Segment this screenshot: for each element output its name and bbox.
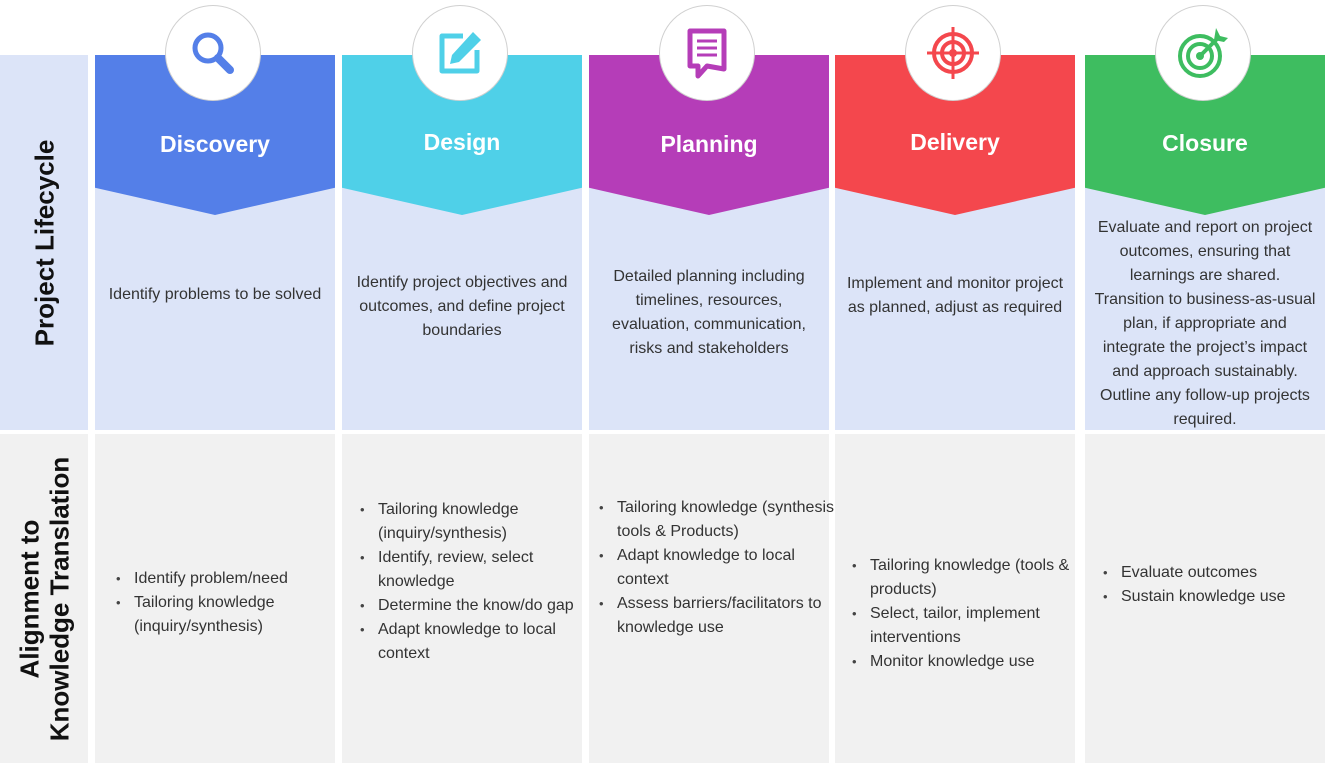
stage-column-design: Design Identify project objectives and o…: [342, 0, 582, 763]
magnifier-icon: [165, 5, 261, 101]
list-item: Adapt knowledge to local context: [599, 544, 845, 592]
stage-description: Detailed planning including timelines, r…: [612, 268, 806, 357]
row-label-project-lifecycle-text: Project Lifecycle: [29, 139, 59, 346]
list-item: Assess barriers/facilitators to knowledg…: [599, 592, 845, 640]
crosshair-target-icon: [905, 5, 1001, 101]
stage-column-delivery: Delivery Implement and monitor project a…: [835, 0, 1075, 763]
stage-description: Identify problems to be solved: [108, 286, 322, 303]
stage-description: Implement and monitor project as planned…: [846, 275, 1064, 316]
list-item: Determine the know/do gap: [360, 594, 600, 618]
stage-title-design: Design: [423, 129, 501, 155]
list-item: Evaluate outcomes: [1103, 561, 1333, 585]
list-item: Identify problem/need: [116, 567, 349, 591]
stage-column-planning: Planning Detailed planning including tim…: [589, 0, 838, 763]
stage-title-planning: Planning: [660, 131, 758, 157]
knowledge-translation-list: Evaluate outcomes Sustain knowledge use: [1099, 561, 1333, 609]
stage-title-delivery: Delivery: [910, 129, 1000, 155]
knowledge-translation-list: Tailoring knowledge (inquiry/synthesis) …: [356, 498, 600, 666]
list-item: Tailoring knowledge (inquiry/synthesis): [116, 591, 349, 639]
stage-column-closure: Closure Evaluate and report on project o…: [1085, 0, 1325, 763]
list-item: Identify, review, select knowledge: [360, 546, 600, 594]
list-item: Tailoring knowledge (tools & products): [852, 554, 1092, 602]
row-label-project-lifecycle: Project Lifecycle: [0, 55, 88, 430]
knowledge-translation-list: Tailoring knowledge (synthesis, tools & …: [595, 496, 845, 640]
stage-title-discovery: Discovery: [160, 131, 270, 157]
bullseye-arrow-icon: [1155, 5, 1251, 101]
document-icon: [659, 5, 755, 101]
list-item: Monitor knowledge use: [852, 650, 1092, 674]
stage-description: Identify project objectives and outcomes…: [356, 274, 568, 339]
list-item: Tailoring knowledge (synthesis, tools & …: [599, 496, 845, 544]
knowledge-translation-list: Identify problem/need Tailoring knowledg…: [112, 567, 349, 639]
pencil-edit-icon: [412, 5, 508, 101]
list-item: Tailoring knowledge (inquiry/synthesis): [360, 498, 600, 546]
stage-description: Evaluate and report on project outcomes,…: [1094, 219, 1316, 428]
stage-column-discovery: Discovery Identify problems to be solved…: [95, 0, 335, 763]
row-label-knowledge-translation-text: Alignment to Knowledge Translation: [14, 456, 74, 741]
stage-title-closure: Closure: [1162, 130, 1248, 156]
row-label-knowledge-translation: Alignment to Knowledge Translation: [0, 434, 88, 763]
list-item: Select, tailor, implement interventions: [852, 602, 1092, 650]
knowledge-translation-list: Tailoring knowledge (tools & products) S…: [848, 554, 1092, 674]
list-item: Sustain knowledge use: [1103, 585, 1333, 609]
list-item: Adapt knowledge to local context: [360, 618, 600, 666]
